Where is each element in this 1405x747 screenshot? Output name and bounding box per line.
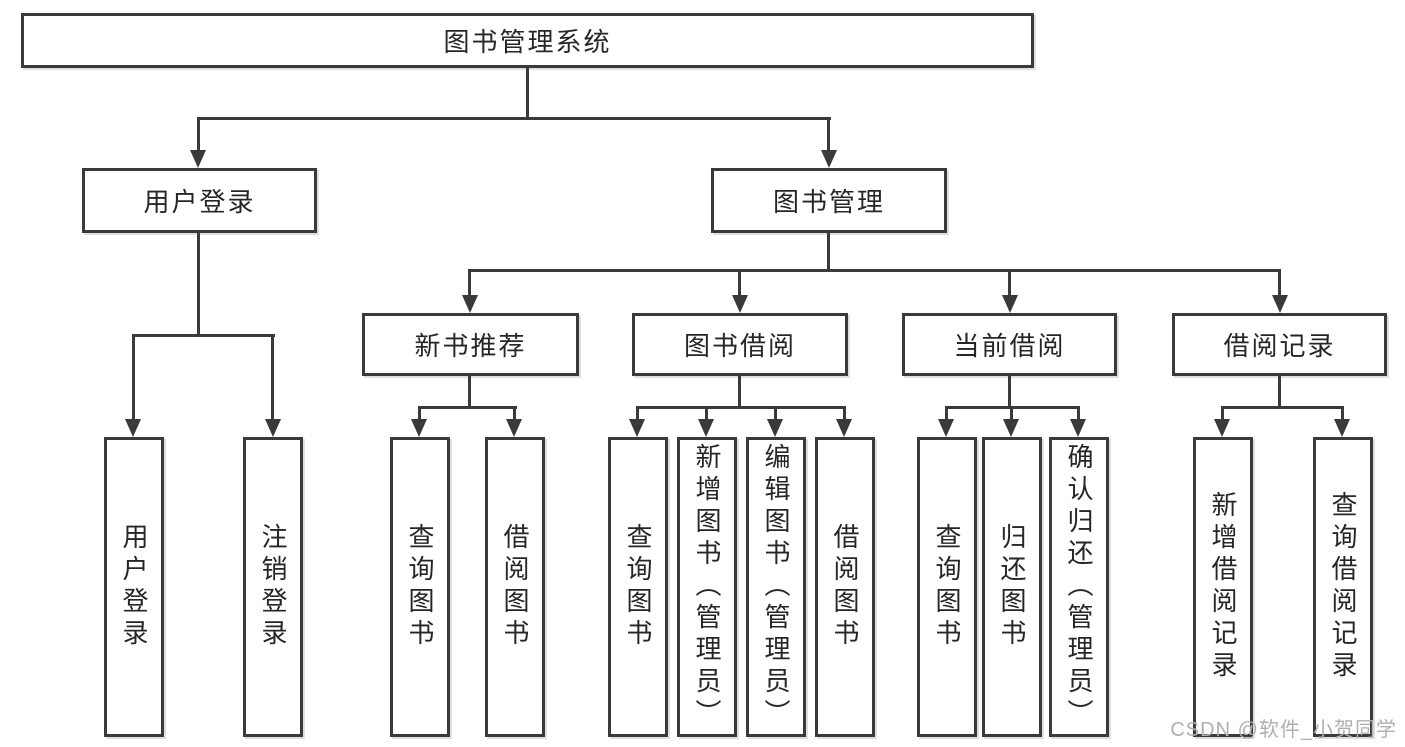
leaf-label: 注销登录 — [258, 523, 288, 651]
node-new-book-recommendation: 新书推荐 — [362, 313, 579, 376]
leaf-label: 归还图书 — [997, 523, 1027, 651]
leaf-query-books-recommend: 查询图书 — [390, 437, 450, 737]
leaf-logout-login: 注销登录 — [243, 437, 303, 737]
connector-stem — [1008, 376, 1011, 409]
connector-stem — [1077, 406, 1080, 423]
leaf-add-books-admin: 新增图书（管理员） — [677, 437, 737, 737]
arrow-down-icon — [629, 419, 645, 437]
arrow-down-icon — [938, 419, 954, 437]
leaf-query-books-current: 查询图书 — [917, 437, 977, 737]
node-library-management-system: 图书管理系统 — [21, 13, 1034, 68]
connector-stem — [468, 269, 471, 300]
connector-stem — [827, 232, 830, 272]
connector-stem — [1221, 406, 1224, 423]
leaf-label: 查询借阅记录 — [1328, 491, 1358, 683]
leaf-label: 查询图书 — [405, 523, 435, 651]
connector-root-bar — [197, 117, 831, 120]
leaf-label: 确认归还（管理员） — [1064, 443, 1094, 731]
connector-stem — [197, 233, 200, 336]
connector-bar — [1221, 406, 1344, 409]
leaf-label: 新增借阅记录 — [1208, 491, 1238, 683]
arrow-down-icon — [1272, 295, 1288, 313]
connector-stem — [132, 334, 135, 422]
leaf-borrow-books: 借阅图书 — [815, 437, 875, 737]
leaf-label: 编辑图书（管理员） — [761, 443, 791, 731]
connector-bar — [468, 269, 1281, 272]
connector-stem — [1008, 269, 1011, 300]
arrow-down-icon — [462, 295, 478, 313]
leaf-borrow-books-recommend: 借阅图书 — [485, 437, 545, 737]
arrow-down-icon — [836, 419, 852, 437]
connector-bar — [418, 406, 517, 409]
leaf-query-books-borrowing: 查询图书 — [608, 437, 668, 737]
arrow-down-icon — [411, 419, 427, 437]
arrow-down-icon — [698, 419, 714, 437]
leaf-user-login: 用户登录 — [104, 437, 164, 737]
connector-stem — [774, 406, 777, 423]
leaf-query-borrow-record: 查询借阅记录 — [1313, 437, 1373, 737]
arrow-down-icon — [1214, 419, 1230, 437]
connector-stem — [418, 406, 421, 423]
connector-bar — [636, 406, 846, 409]
arrow-down-icon — [1003, 419, 1019, 437]
connector-stem — [197, 117, 200, 153]
node-label: 图书管理 — [772, 187, 885, 217]
connector-stem — [1278, 376, 1281, 409]
arrow-down-icon — [1070, 419, 1086, 437]
connector-stem — [1341, 406, 1344, 423]
connector-stem — [636, 406, 639, 423]
arrow-down-icon — [506, 419, 522, 437]
node-current-borrowing: 当前借阅 — [902, 313, 1117, 376]
arrow-down-icon — [190, 150, 206, 168]
leaf-confirm-return-admin: 确认归还（管理员） — [1049, 437, 1109, 737]
connector-stem — [1010, 406, 1013, 423]
arrow-down-icon — [732, 295, 748, 313]
connector-stem — [271, 334, 274, 422]
connector-stem — [945, 406, 948, 423]
leaf-label: 借阅图书 — [830, 523, 860, 651]
leaf-label: 查询图书 — [932, 523, 962, 651]
arrow-down-icon — [821, 150, 837, 168]
leaf-label: 新增图书（管理员） — [692, 443, 722, 731]
leaf-add-borrow-record: 新增借阅记录 — [1193, 437, 1253, 737]
leaf-label: 用户登录 — [119, 523, 149, 651]
leaf-label: 查询图书 — [623, 523, 653, 651]
node-book-management: 图书管理 — [711, 168, 947, 233]
connector-stem — [843, 406, 846, 423]
connector-stem — [738, 269, 741, 300]
node-label: 图书借阅 — [683, 331, 796, 361]
connector-root-stem — [526, 68, 529, 120]
arrow-down-icon — [1334, 419, 1350, 437]
connector-stem — [513, 406, 516, 423]
node-label: 新书推荐 — [414, 331, 527, 361]
connector-stem — [705, 406, 708, 423]
arrow-down-icon — [265, 419, 281, 437]
node-label: 用户登录 — [143, 187, 256, 217]
arrow-down-icon — [125, 419, 141, 437]
connector-stem — [827, 117, 830, 153]
leaf-edit-books-admin: 编辑图书（管理员） — [746, 437, 806, 737]
connector-bar — [132, 334, 275, 337]
arrow-down-icon — [1002, 295, 1018, 313]
connector-stem — [738, 376, 741, 409]
node-book-borrowing: 图书借阅 — [632, 313, 848, 376]
node-user-login: 用户登录 — [82, 168, 317, 233]
node-label: 借阅记录 — [1223, 331, 1336, 361]
leaf-return-books: 归还图书 — [982, 437, 1042, 737]
connector-stem — [1278, 269, 1281, 300]
arrow-down-icon — [767, 419, 783, 437]
connector-stem — [468, 376, 471, 409]
node-label: 当前借阅 — [953, 331, 1066, 361]
node-borrowing-records: 借阅记录 — [1172, 313, 1387, 376]
leaf-label: 借阅图书 — [500, 523, 530, 651]
node-label: 图书管理系统 — [443, 27, 612, 57]
watermark: CSDN @软件_小贺同学 — [1170, 719, 1397, 741]
